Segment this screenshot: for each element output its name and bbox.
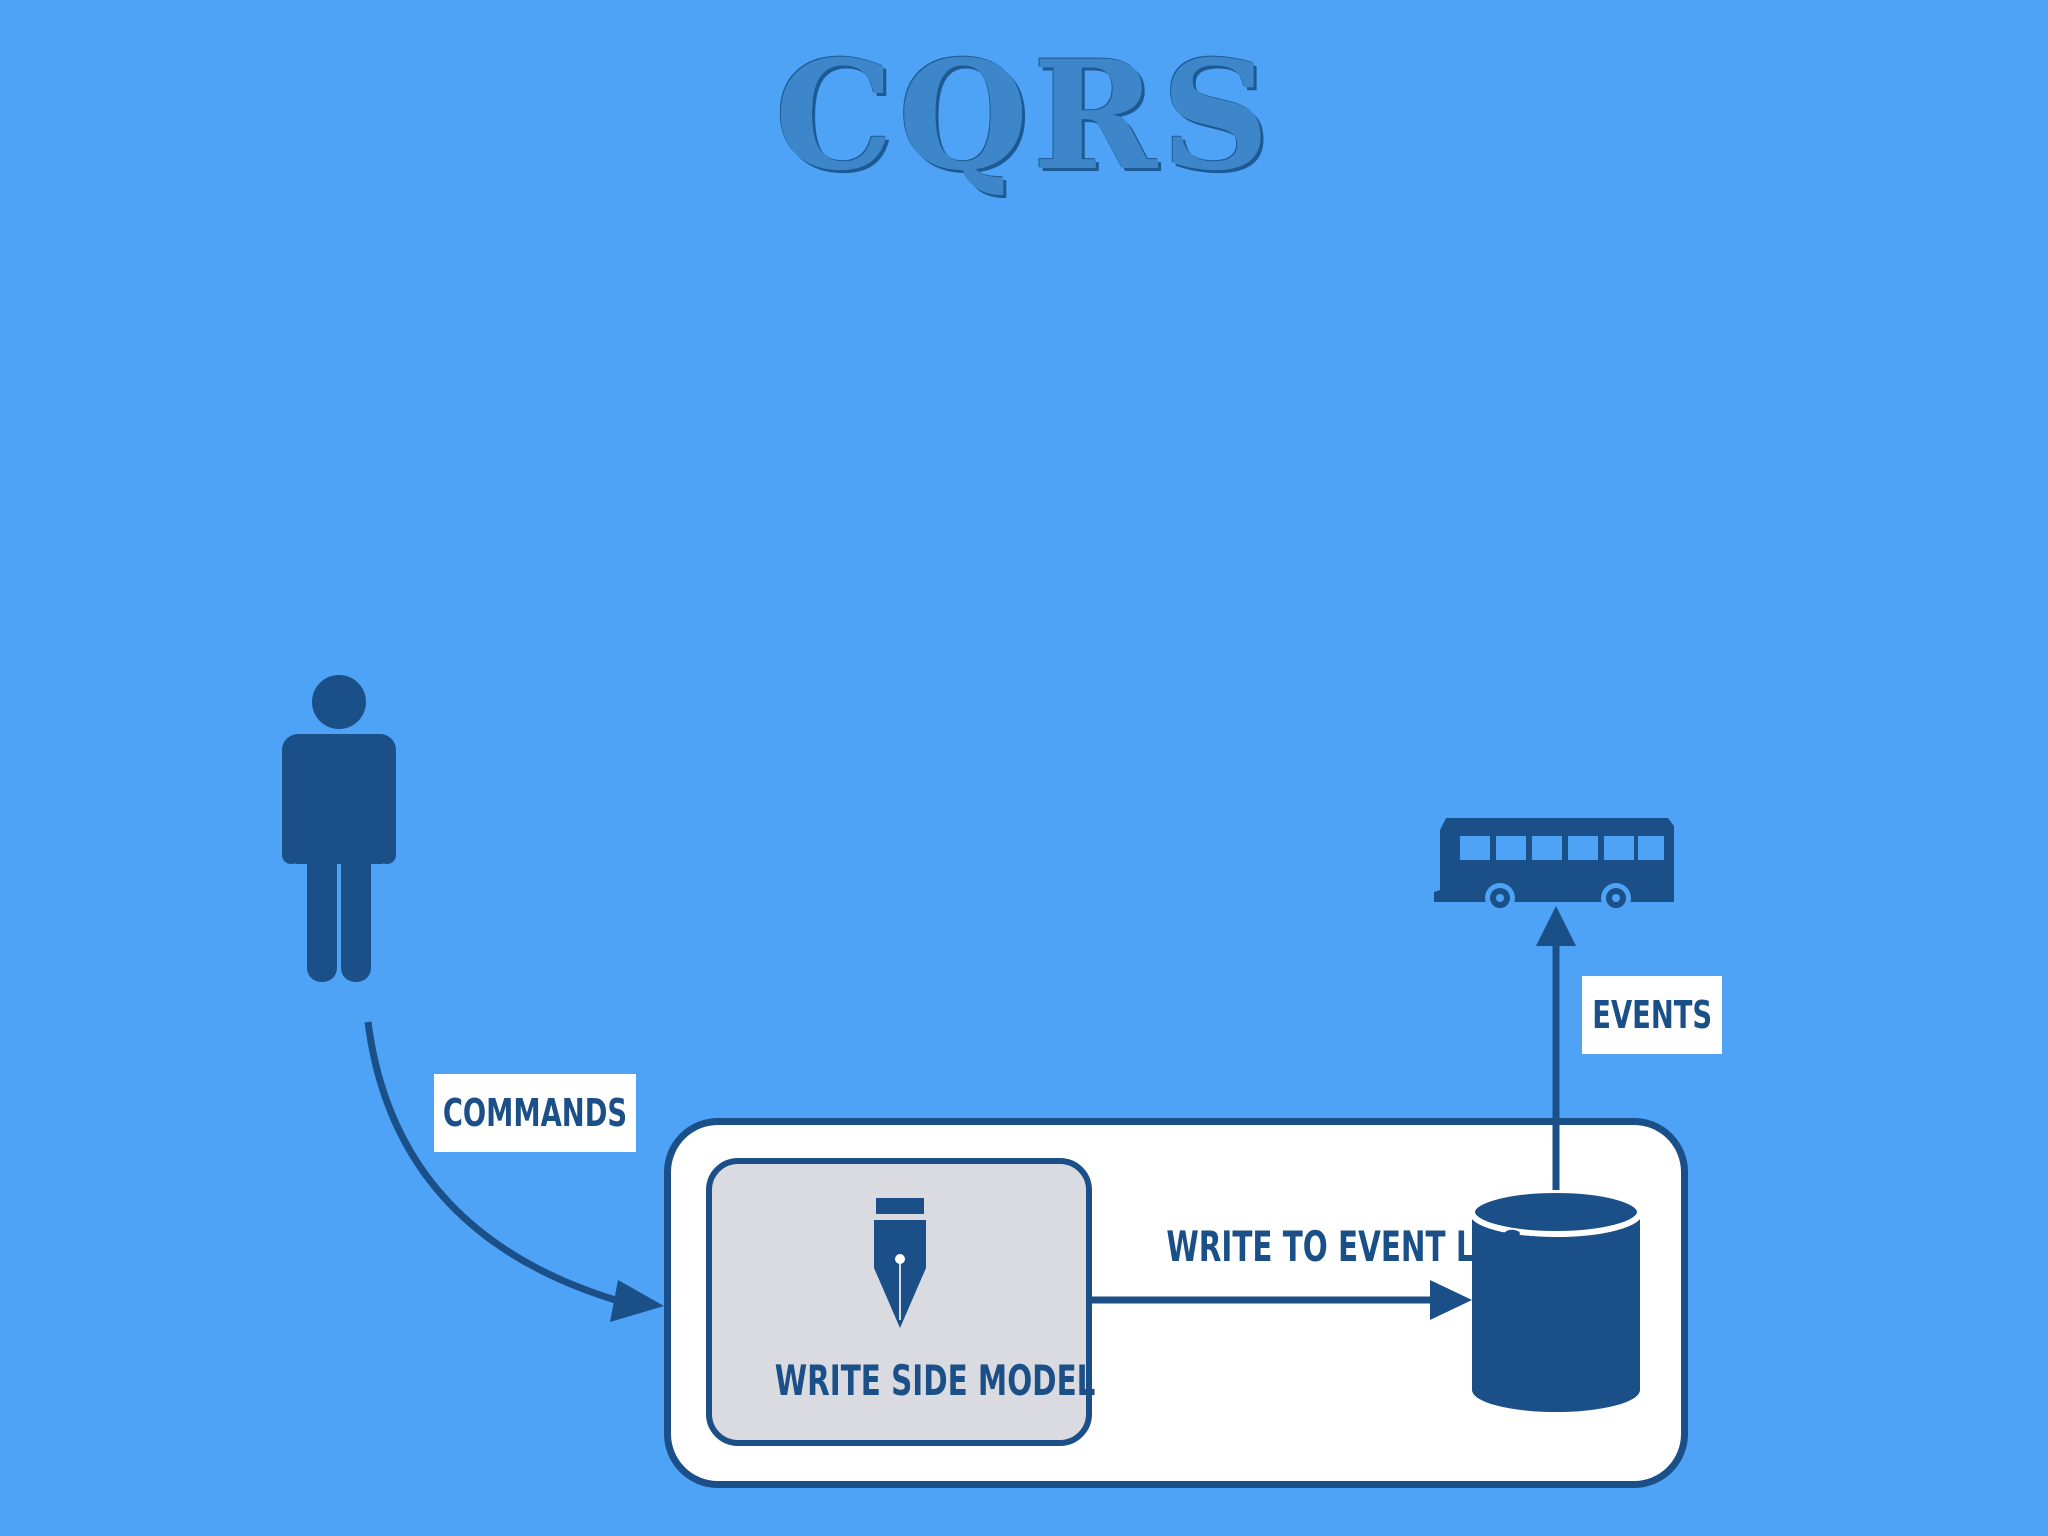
write-to-event-log-connector — [1092, 1280, 1472, 1320]
person-icon — [282, 675, 396, 982]
write-to-event-log-text: WRITE TO EVENT LOG — [1166, 1222, 1523, 1271]
write-to-event-log-label: WRITE TO EVENT LOG — [1090, 1222, 1522, 1271]
commands-text: COMMANDS — [442, 1091, 628, 1135]
write-side-model-label: WRITE SIDE MODEL — [706, 1356, 1096, 1405]
events-connector — [1536, 906, 1576, 1190]
write-side-model-text: WRITE SIDE MODEL — [774, 1356, 1096, 1405]
events-text: EVENTS — [1592, 993, 1712, 1037]
fountain-pen-icon — [874, 1198, 926, 1328]
diagram-title: CQRS — [774, 28, 1274, 204]
commands-label: COMMANDS — [434, 1074, 636, 1152]
commands-connector — [364, 1021, 664, 1322]
bus-icon — [1434, 818, 1674, 913]
events-label: EVENTS — [1582, 976, 1722, 1054]
